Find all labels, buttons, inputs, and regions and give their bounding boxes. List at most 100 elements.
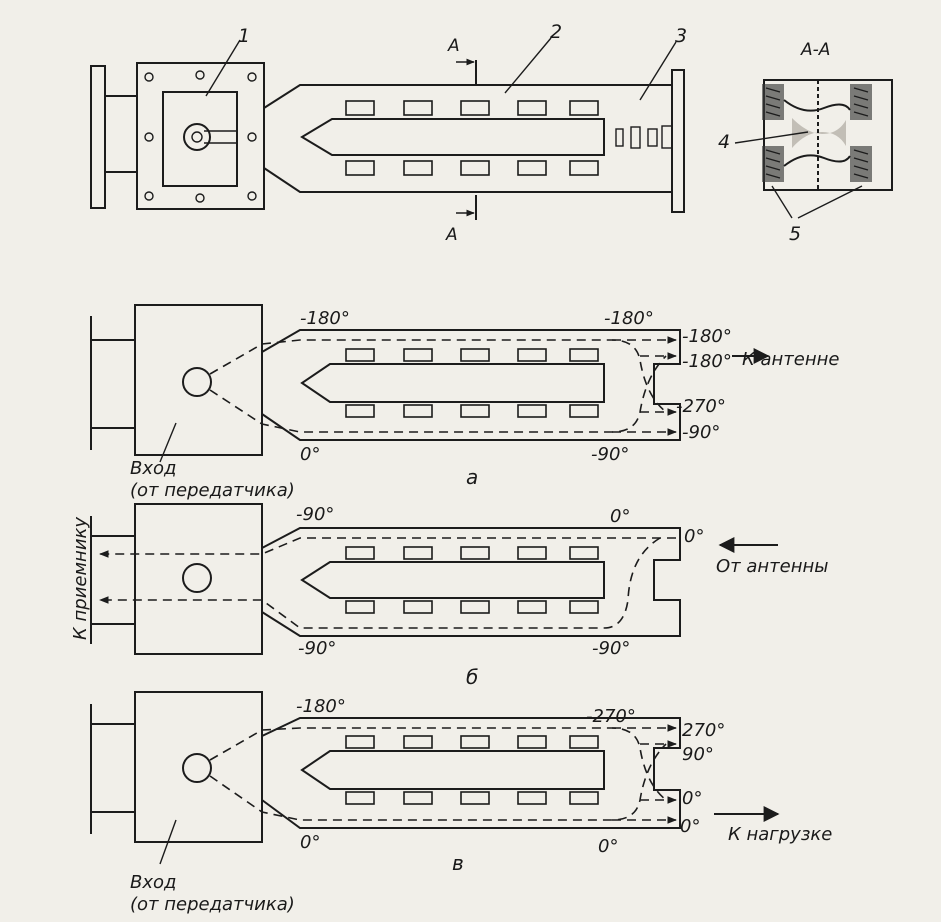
part-number-1: 1: [238, 25, 250, 47]
input-sublabel: (от передатчика): [130, 480, 295, 501]
part-number-4: 4: [718, 131, 730, 153]
septum: [300, 118, 605, 156]
bolt-hole: [195, 193, 205, 203]
port-phase-3: -270°: [676, 396, 726, 417]
right-flange: [671, 69, 685, 213]
leader-3: [639, 41, 677, 101]
part-number-3: 3: [675, 25, 687, 47]
bolt-hole: [144, 191, 154, 201]
input-waveguide-stub: [104, 95, 138, 173]
port-phase-1: 270°: [682, 720, 725, 741]
coax-probe: [204, 130, 236, 144]
junction-window: [162, 91, 238, 187]
section-pads: [762, 84, 872, 182]
slot-pads: [345, 546, 599, 614]
port-phase-4: 0°: [680, 816, 700, 837]
junction-block: [136, 62, 265, 210]
input-stub: [90, 316, 135, 450]
left-flange: [90, 65, 106, 209]
panel-caption: а: [466, 465, 478, 489]
septum: [300, 363, 605, 403]
leader-4: [734, 131, 809, 144]
phase-top-right: -180°: [604, 308, 654, 329]
tuning-element: [661, 125, 673, 149]
coax-center: [191, 131, 203, 143]
waveguide-outline: [261, 717, 681, 829]
coax-feed: [182, 367, 212, 397]
bolt-hole: [247, 132, 257, 142]
to-antenna-label: К антенне: [742, 349, 839, 370]
phase-top-left: -180°: [300, 308, 350, 329]
part-number-5: 5: [789, 223, 801, 245]
slot-pads-bottom: [345, 160, 599, 176]
septum: [300, 561, 605, 599]
panel-a: -180° -180° 0° -90° -180° -180° -270° -9…: [90, 304, 839, 501]
receive-path-bottom: [99, 537, 661, 629]
section-septum-curves: [783, 99, 851, 167]
cross-section-a-a: A-A 4 5: [718, 40, 893, 245]
port-phase-3: 0°: [682, 788, 702, 809]
leader-5b: [797, 185, 863, 219]
port-phase-2: 90°: [682, 744, 714, 765]
phase-top-left: -180°: [296, 696, 346, 717]
phase-top-right: -270°: [586, 706, 636, 727]
phase-bottom-left: 0°: [300, 444, 320, 465]
receiver-stub: [90, 516, 135, 644]
septum: [300, 750, 605, 790]
bolt-hole: [144, 132, 154, 142]
tuning-element: [615, 128, 624, 147]
junction-block: [134, 503, 263, 655]
tuning-element: [647, 128, 658, 147]
coax-feed: [182, 753, 212, 783]
section-mark-top: A: [447, 36, 460, 56]
phase-bottom-left: 0°: [300, 832, 320, 853]
receive-path-top: [99, 537, 676, 558]
section-outline: [763, 79, 893, 191]
signal-path-bottom: [209, 743, 667, 821]
input-label: Вход: [130, 458, 176, 479]
junction-block: [134, 691, 263, 843]
bolt-hole: [144, 72, 154, 82]
coax-feed: [183, 123, 211, 151]
panel-caption: б: [466, 665, 478, 689]
input-sublabel: (от передатчика): [130, 894, 295, 915]
signal-path-bottom: [209, 355, 667, 433]
waveguide-outline: [261, 329, 681, 441]
leader-1: [205, 39, 241, 97]
bolt-hole: [247, 72, 257, 82]
input-leader: [159, 819, 177, 865]
slot-pads-top: [345, 100, 599, 116]
slot-pads: [345, 348, 599, 418]
phase-top-right: 0°: [610, 506, 630, 527]
bolt-hole: [247, 191, 257, 201]
tuning-element: [630, 126, 641, 149]
junction-block: [134, 304, 263, 456]
phase-top-left: -90°: [296, 504, 334, 525]
waveguide-outline: [261, 527, 681, 637]
leader-2: [504, 37, 552, 94]
panel-b: -90° 0° -90° -90° 0° От антенны К приемн…: [70, 503, 828, 689]
to-receiver-label: К приемнику: [70, 517, 91, 640]
phase-bottom-right: -90°: [591, 444, 629, 465]
port-phase-1: -180°: [682, 326, 732, 347]
slot-pads: [345, 735, 599, 805]
input-stub: [90, 704, 135, 834]
part-number-2: 2: [550, 21, 562, 43]
from-antenna-label: От антенны: [716, 556, 828, 577]
section-title: A-A: [800, 40, 830, 60]
bolt-hole: [195, 70, 205, 80]
phase-bottom-left: -90°: [298, 638, 336, 659]
panel-c: -180° -270° 0° 0° 270° 90° 0° 0° К нагру…: [90, 691, 832, 915]
section-mark-bottom: A: [445, 225, 458, 245]
top-device-drawing: A A 1 2 3: [90, 21, 687, 245]
input-leader: [159, 422, 177, 463]
coax-feed: [182, 563, 212, 593]
waveguide-walls: [263, 84, 672, 193]
input-label: Вход: [130, 872, 176, 893]
port-phase-2: -180°: [682, 351, 732, 372]
port-phase-1: 0°: [684, 526, 704, 547]
leader-5a: [771, 185, 793, 219]
panel-caption: в: [452, 851, 464, 875]
to-load-label: К нагрузке: [728, 824, 832, 845]
